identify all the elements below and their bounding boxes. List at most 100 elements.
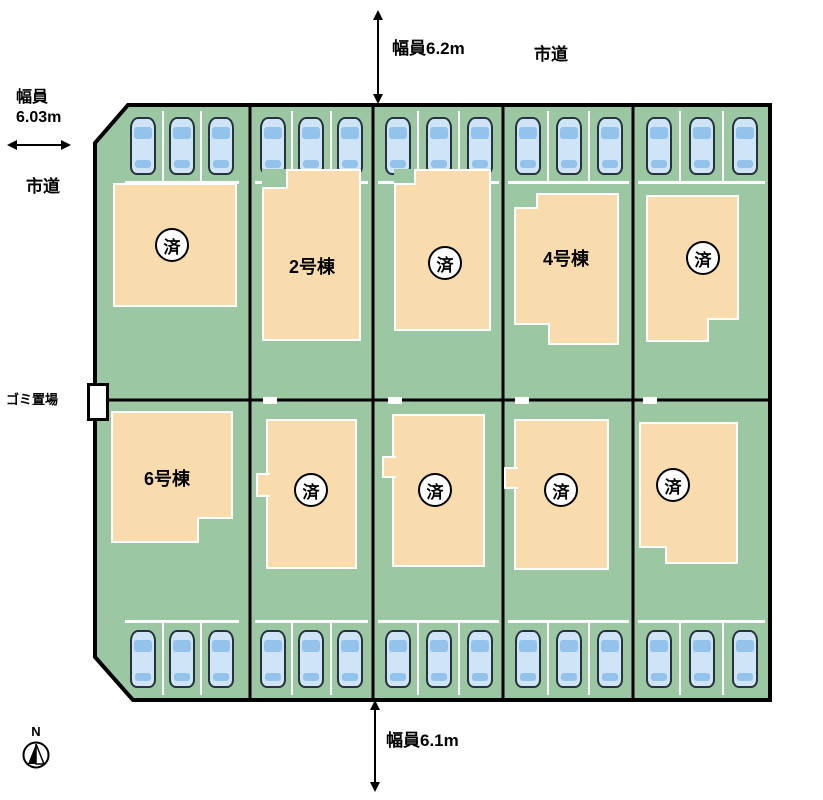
parking-stall bbox=[417, 623, 458, 695]
car-icon bbox=[425, 630, 452, 688]
house-notch bbox=[197, 517, 233, 543]
parking-stall bbox=[638, 111, 679, 181]
car-icon bbox=[731, 630, 758, 688]
parking-stall bbox=[679, 623, 722, 695]
parking-stall bbox=[161, 111, 201, 181]
car-icon bbox=[130, 630, 157, 688]
car-icon bbox=[514, 630, 541, 688]
lot8-sold-badge: 済 bbox=[418, 473, 452, 507]
lot5-sold-badge: 済 bbox=[686, 241, 720, 275]
parking-stall bbox=[378, 111, 417, 181]
car-icon bbox=[260, 117, 287, 175]
parking-stall bbox=[458, 111, 499, 181]
car-icon bbox=[298, 630, 325, 688]
parking-strip-lot2 bbox=[255, 111, 368, 184]
car-icon bbox=[169, 117, 195, 175]
car-icon bbox=[596, 630, 623, 688]
house-extension bbox=[256, 473, 270, 497]
car-icon bbox=[596, 117, 623, 175]
top-road-label: 市道 bbox=[534, 45, 568, 64]
car-icon bbox=[384, 117, 411, 175]
car-icon bbox=[169, 630, 195, 688]
parking-stall bbox=[200, 111, 239, 181]
north-label: N bbox=[31, 724, 41, 739]
car-icon bbox=[731, 117, 758, 175]
lot10-sold-badge: 済 bbox=[656, 468, 690, 502]
house-notch bbox=[394, 169, 416, 185]
parking-stall bbox=[255, 111, 291, 181]
parking-strip-lot10 bbox=[638, 620, 765, 695]
parking-stall bbox=[547, 111, 588, 181]
lot1-sold-badge: 済 bbox=[155, 228, 189, 262]
parking-stall bbox=[679, 111, 722, 181]
car-icon bbox=[645, 117, 672, 175]
parking-stall bbox=[378, 623, 417, 695]
north-indicator: N bbox=[22, 724, 50, 770]
bottom-road-width-label: 幅員6.1m bbox=[386, 731, 459, 750]
gate-mark bbox=[388, 397, 402, 404]
house-lot9 bbox=[504, 419, 609, 570]
parking-stall bbox=[722, 111, 765, 181]
parking-strip-lot1 bbox=[125, 111, 239, 184]
car-icon bbox=[688, 117, 715, 175]
left-width-arrow-icon bbox=[7, 140, 71, 150]
car-icon bbox=[384, 630, 411, 688]
car-icon bbox=[260, 630, 287, 688]
car-icon bbox=[207, 117, 234, 175]
parking-stall bbox=[291, 623, 329, 695]
parking-strip-lot4 bbox=[508, 111, 629, 184]
bottom-width-arrow-icon bbox=[370, 700, 380, 792]
car-icon bbox=[688, 630, 715, 688]
car-icon bbox=[514, 117, 541, 175]
lot2-name-label: 2号棟 bbox=[288, 257, 335, 277]
parking-stall bbox=[125, 111, 162, 181]
parking-stall bbox=[588, 623, 629, 695]
parking-strip-lot6 bbox=[125, 620, 239, 695]
parking-stall bbox=[508, 111, 547, 181]
car-icon bbox=[466, 117, 493, 175]
gate-mark bbox=[515, 397, 529, 404]
lot4-name-label: 4号棟 bbox=[542, 249, 589, 269]
left-road-width-label: 幅員 6.03m bbox=[16, 89, 62, 126]
parking-stall bbox=[161, 623, 201, 695]
parking-stall bbox=[588, 111, 629, 181]
parking-stall bbox=[417, 111, 458, 181]
lot3-sold-badge: 済 bbox=[428, 246, 462, 280]
parking-stall bbox=[200, 623, 239, 695]
parking-stall bbox=[508, 623, 547, 695]
house-lot4 bbox=[514, 193, 619, 345]
parking-stall bbox=[458, 623, 499, 695]
parking-stall bbox=[125, 623, 162, 695]
parking-strip-lot9 bbox=[508, 620, 629, 695]
garbage-area-box bbox=[87, 383, 109, 421]
parking-stall bbox=[722, 623, 765, 695]
car-icon bbox=[645, 630, 672, 688]
plot-area: 済 2号棟 済 4号棟 済 6号棟 済 済 済 済 bbox=[87, 103, 772, 702]
parking-stall bbox=[291, 111, 329, 181]
car-icon bbox=[207, 630, 234, 688]
parking-strip-lot8 bbox=[378, 620, 499, 695]
house-extension bbox=[382, 456, 396, 478]
lot9-sold-badge: 済 bbox=[544, 473, 578, 507]
car-icon bbox=[298, 117, 325, 175]
top-width-arrow-icon bbox=[373, 10, 383, 104]
garbage-area-label: ゴミ置場 bbox=[6, 392, 59, 407]
gate-mark bbox=[263, 397, 277, 404]
lot7-sold-badge: 済 bbox=[294, 473, 328, 507]
house-notch bbox=[262, 169, 288, 189]
car-icon bbox=[555, 117, 582, 175]
parking-stall bbox=[638, 623, 679, 695]
gate-mark bbox=[643, 397, 657, 404]
house-notch bbox=[514, 193, 538, 209]
house-lot2 bbox=[262, 169, 361, 341]
car-icon bbox=[466, 630, 493, 688]
car-icon bbox=[336, 630, 363, 688]
car-icon bbox=[425, 117, 452, 175]
parking-stall bbox=[255, 623, 291, 695]
car-icon bbox=[555, 630, 582, 688]
compass-icon bbox=[22, 741, 50, 769]
parking-stall bbox=[547, 623, 588, 695]
house-notch bbox=[514, 323, 550, 345]
house-lot3 bbox=[394, 169, 491, 331]
